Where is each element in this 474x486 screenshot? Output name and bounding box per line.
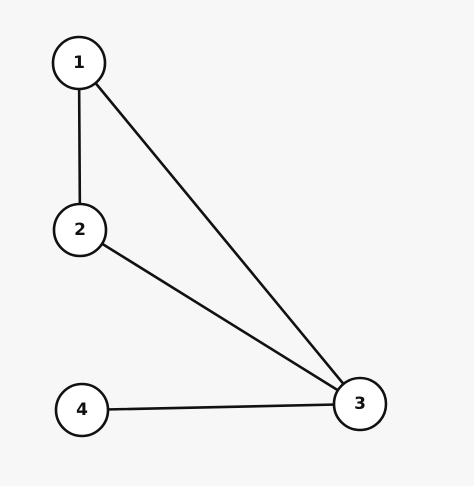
edge-4-3: [80, 402, 362, 412]
node-3-circle: [332, 376, 388, 432]
node-1-circle: [51, 35, 107, 91]
node-3[interactable]: 3: [332, 376, 388, 432]
edge-2-3: [78, 228, 362, 406]
node-1-label: 1: [73, 53, 85, 73]
edge-1-2: [77, 61, 82, 232]
edge-1-3: [77, 61, 362, 406]
node-2[interactable]: 2: [52, 202, 108, 258]
node-4-label: 4: [76, 400, 88, 420]
nodes-layer: 1 2 3 4: [51, 35, 388, 438]
node-3-label: 3: [354, 394, 366, 414]
node-1[interactable]: 1: [51, 35, 107, 91]
node-4[interactable]: 4: [54, 382, 110, 438]
node-2-circle: [52, 202, 108, 258]
node-2-label: 2: [74, 220, 86, 240]
node-4-circle: [54, 382, 110, 438]
edges-layer: [77, 61, 362, 412]
